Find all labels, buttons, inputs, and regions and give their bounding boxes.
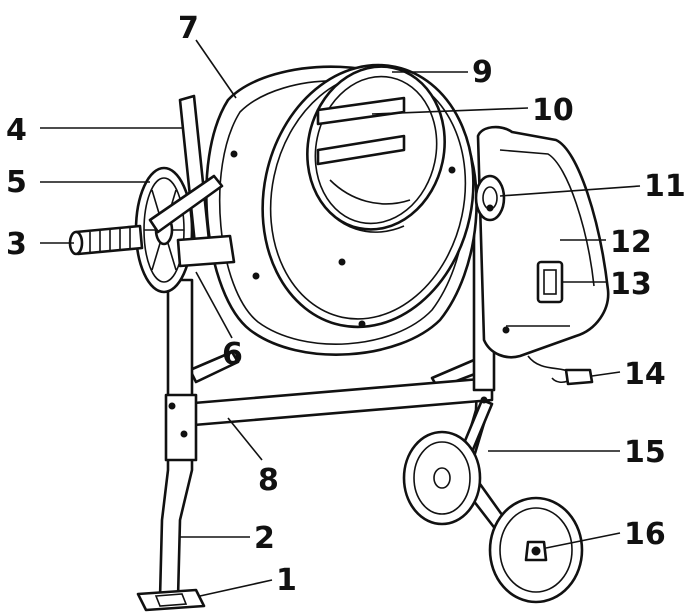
callout-5: 5 <box>6 165 27 200</box>
callout-labels: 1 2 3 4 5 6 7 8 9 10 11 12 13 14 15 16 <box>6 11 686 598</box>
mixing-drum <box>205 63 478 356</box>
front-wheel <box>488 496 584 604</box>
callout-12: 12 <box>610 225 652 260</box>
callout-2: 2 <box>254 521 275 556</box>
callout-3: 3 <box>6 227 27 262</box>
motor-housing <box>476 125 610 359</box>
callout-4: 4 <box>6 113 27 148</box>
leader-11 <box>499 185 641 197</box>
left-leg-sleeve <box>164 393 198 462</box>
leader-lines <box>40 39 641 597</box>
rear-wheel <box>402 430 482 526</box>
tilt-handle <box>68 224 144 256</box>
leader-8 <box>227 417 263 461</box>
callout-16: 16 <box>624 517 666 552</box>
leader-6 <box>195 271 233 339</box>
callout-10: 10 <box>532 93 574 128</box>
callout-6: 6 <box>222 337 243 372</box>
leader-7 <box>195 39 237 99</box>
drum-pivot <box>474 174 506 222</box>
foot-plate <box>136 588 206 612</box>
callout-14: 14 <box>624 357 666 392</box>
power-cord <box>527 355 594 386</box>
callout-9: 9 <box>472 55 493 90</box>
mixing-blade-lower <box>316 134 406 166</box>
power-switch <box>536 260 564 304</box>
callout-8: 8 <box>258 463 279 498</box>
drum-yoke <box>148 94 236 268</box>
leader-10 <box>371 107 529 115</box>
callout-7: 7 <box>178 11 199 46</box>
callout-13: 13 <box>610 267 652 302</box>
tilt-handwheel <box>134 166 194 294</box>
callout-1: 1 <box>276 563 297 598</box>
leader-16 <box>545 532 621 549</box>
callout-15: 15 <box>624 435 666 470</box>
leader-14 <box>591 371 621 377</box>
leader-1 <box>199 579 273 597</box>
callout-11: 11 <box>644 169 686 204</box>
